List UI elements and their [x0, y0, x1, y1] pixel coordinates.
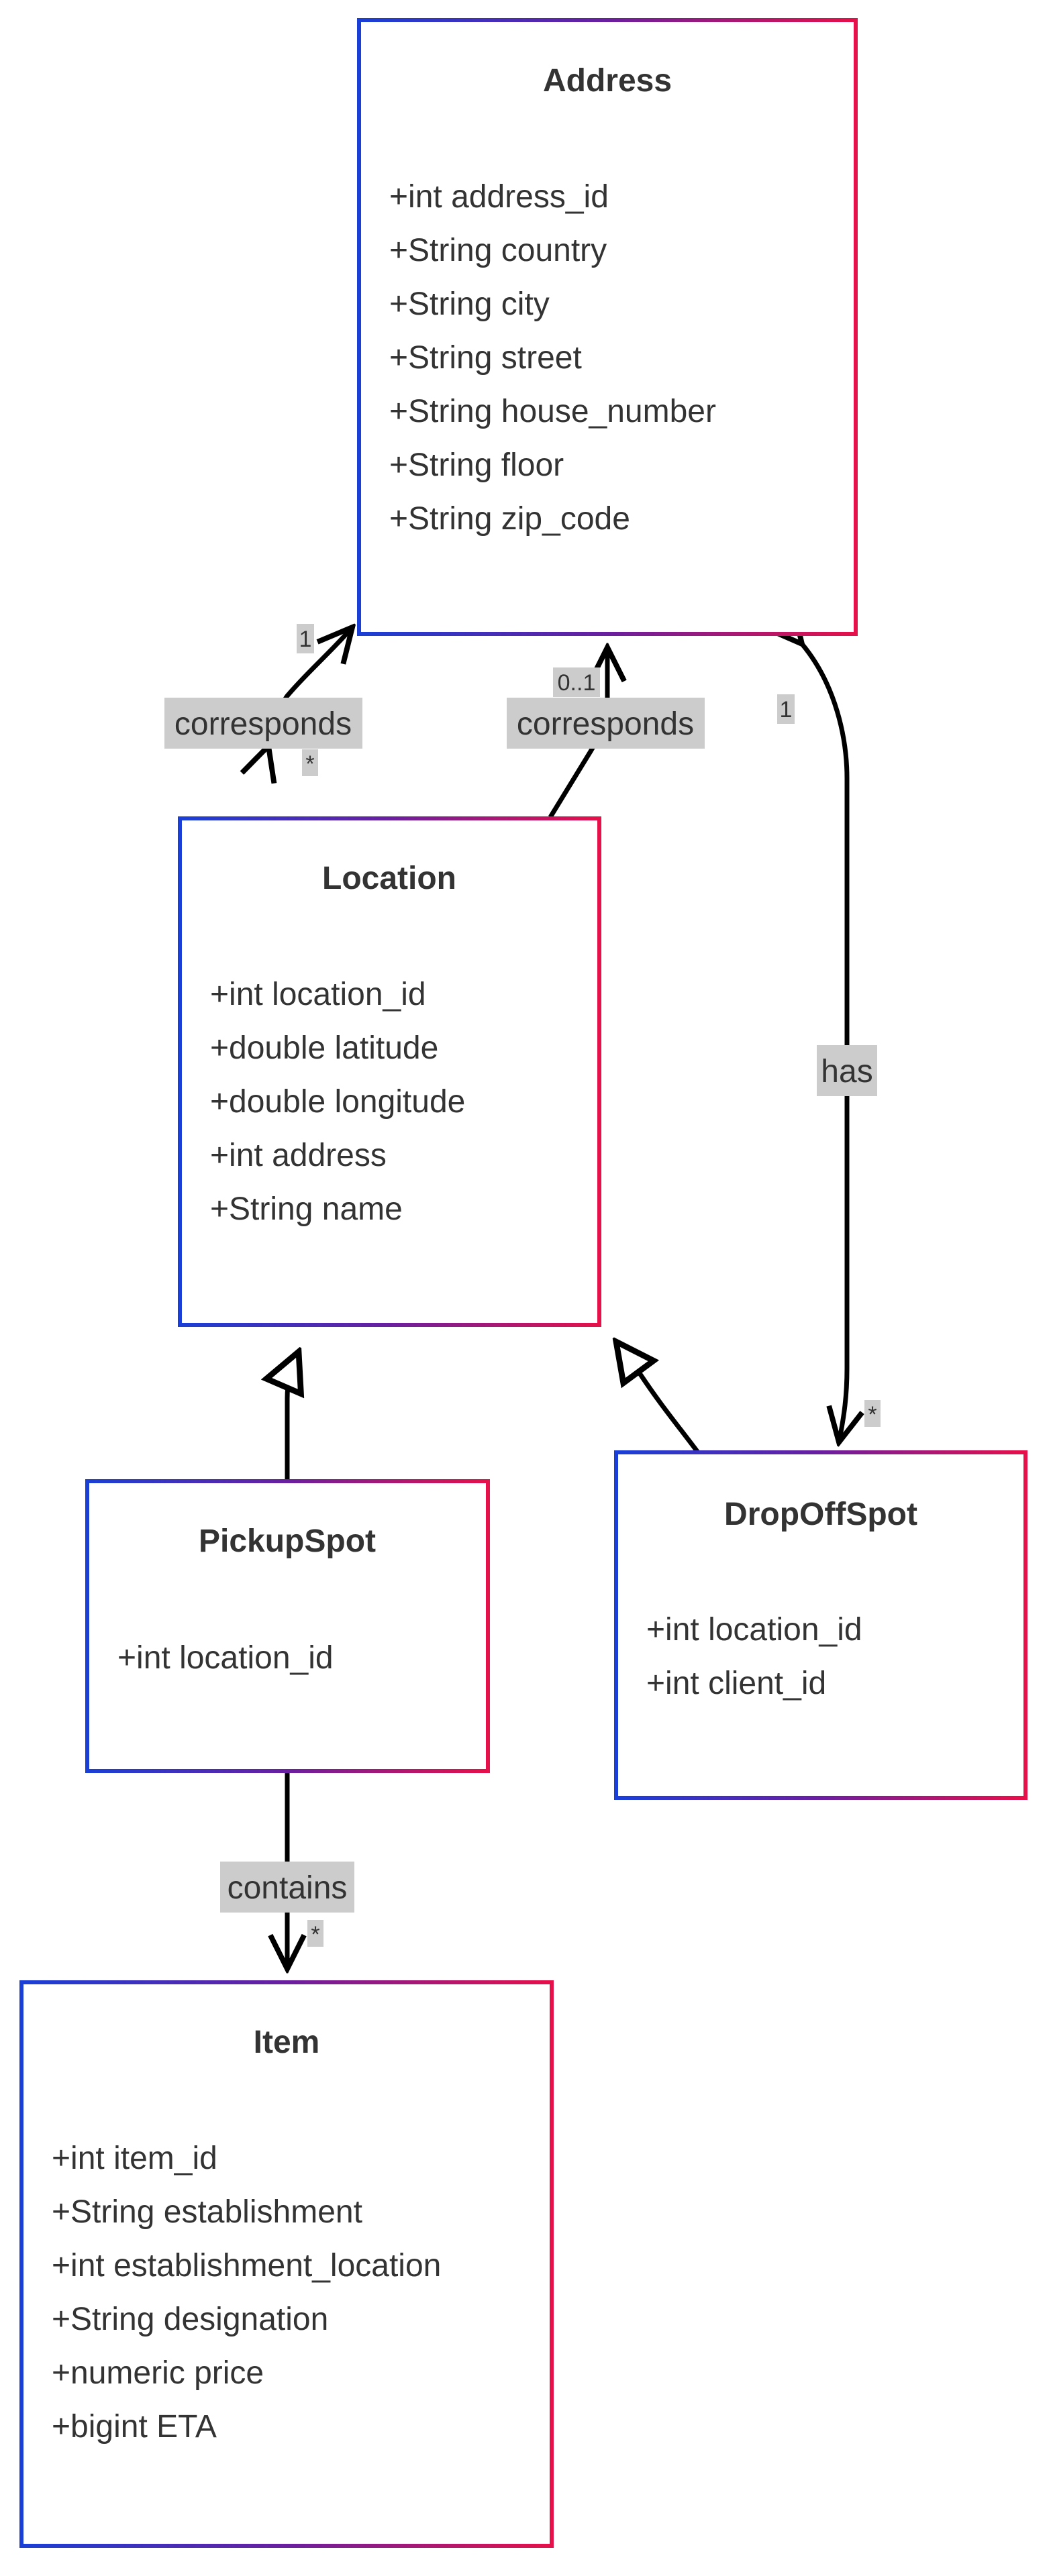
class-item-attr: +int item_id [52, 2141, 217, 2176]
class-address-attr: +String zip_code [389, 501, 630, 537]
multiplicity-bg [864, 1400, 881, 1427]
relation-label-contains: contains [228, 1870, 348, 1906]
class-pickupspot-box [85, 1479, 490, 1773]
edge-labels: corresponds corresponds has contains [164, 698, 877, 1913]
class-address: Address +int address_id +String country … [357, 18, 858, 636]
multiplicity-bg [553, 667, 600, 697]
multiplicity-bg [297, 624, 314, 653]
class-location-attr: +double latitude [210, 1030, 438, 1066]
class-location-title: Location [322, 861, 456, 896]
class-pickupspot-title: PickupSpot [199, 1523, 376, 1559]
multiplicities: 1 * 0..1 1 * * [297, 624, 881, 1947]
multiplicity-star: * [311, 1922, 319, 1947]
class-address-title: Address [543, 63, 672, 99]
relation-label-corresponds: corresponds [174, 706, 352, 742]
edge-dropoff-location [616, 1342, 700, 1454]
class-address-box [357, 18, 858, 636]
class-item-attr: +numeric price [52, 2355, 264, 2391]
relation-label-bg [164, 698, 362, 749]
multiplicity-0-1: 0..1 [558, 670, 596, 696]
class-pickupspot: PickupSpot +int location_id [85, 1479, 490, 1773]
class-location-attr: +int address [210, 1138, 387, 1173]
class-location-attr: +int location_id [210, 977, 426, 1012]
multiplicity-bg [307, 1920, 323, 1947]
multiplicity-star: * [868, 1402, 877, 1428]
class-dropoffspot-attr: +int client_id [646, 1666, 826, 1701]
multiplicity-star: * [305, 751, 314, 777]
class-dropoffspot-box [614, 1450, 1028, 1800]
class-dropoffspot-title: DropOffSpot [724, 1497, 917, 1532]
multiplicity-bg [777, 694, 795, 724]
multiplicity-bg [302, 749, 318, 776]
multiplicity-1: 1 [780, 697, 793, 722]
class-address-attr: +String floor [389, 447, 564, 483]
class-address-attr: +String city [389, 286, 550, 322]
class-address-attr: +String house_number [389, 394, 716, 429]
relation-label-has: has [821, 1054, 872, 1089]
class-location-box [178, 816, 601, 1327]
edge-pickup-location [287, 1352, 299, 1481]
relation-label-bg [817, 1045, 877, 1096]
class-address-attr: +String country [389, 233, 607, 268]
class-address-attr: +int address_id [389, 179, 609, 215]
class-item-title: Item [254, 2025, 320, 2060]
class-location: Location +int location_id +double latitu… [178, 816, 601, 1327]
class-item-attr: +bigint ETA [52, 2409, 217, 2445]
edge-address-dropoff [802, 644, 847, 1442]
class-item-attr: +String establishment [52, 2194, 362, 2230]
class-item-box [19, 1980, 554, 2548]
class-location-attr: +double longitude [210, 1084, 465, 1120]
relation-label-bg [507, 698, 705, 749]
class-dropoffspot: DropOffSpot +int location_id +int client… [614, 1450, 1028, 1800]
relation-label-bg [220, 1862, 354, 1913]
class-dropoffspot-attr: +int location_id [646, 1612, 862, 1648]
relation-label-corresponds: corresponds [517, 706, 694, 742]
class-item-attr: +String designation [52, 2302, 328, 2337]
class-address-attr: +String street [389, 340, 582, 376]
multiplicity-1: 1 [299, 627, 312, 652]
class-location-attr: +String name [210, 1191, 403, 1227]
class-item: Item +int item_id +String establishment … [19, 1980, 554, 2548]
class-pickupspot-attr: +int location_id [117, 1640, 334, 1676]
class-item-attr: +int establishment_location [52, 2248, 441, 2284]
